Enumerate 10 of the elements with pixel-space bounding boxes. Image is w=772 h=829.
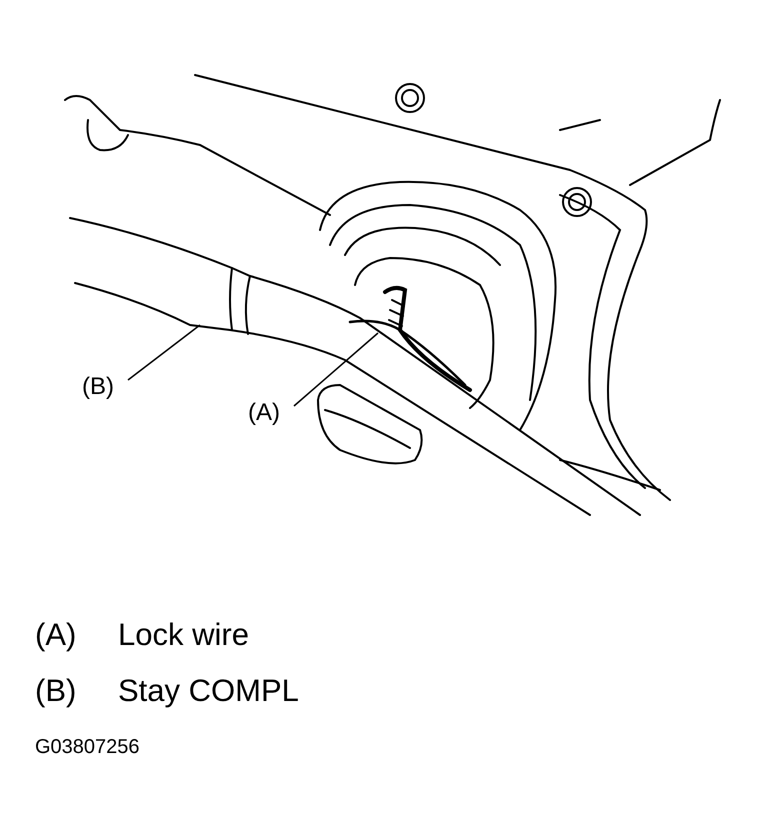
legend-description: Stay COMPL <box>118 672 299 710</box>
stay-pipe-drawing <box>69 217 641 516</box>
legend-key: (A) <box>35 616 76 654</box>
leader-line <box>128 324 200 381</box>
figure-code: G03807256 <box>35 735 140 759</box>
callout-letter: (B) <box>82 372 114 402</box>
leader-line <box>294 332 378 407</box>
callout-letter: (A) <box>248 398 280 428</box>
legend-key: (B) <box>35 672 76 710</box>
legend-description: Lock wire <box>118 616 249 654</box>
